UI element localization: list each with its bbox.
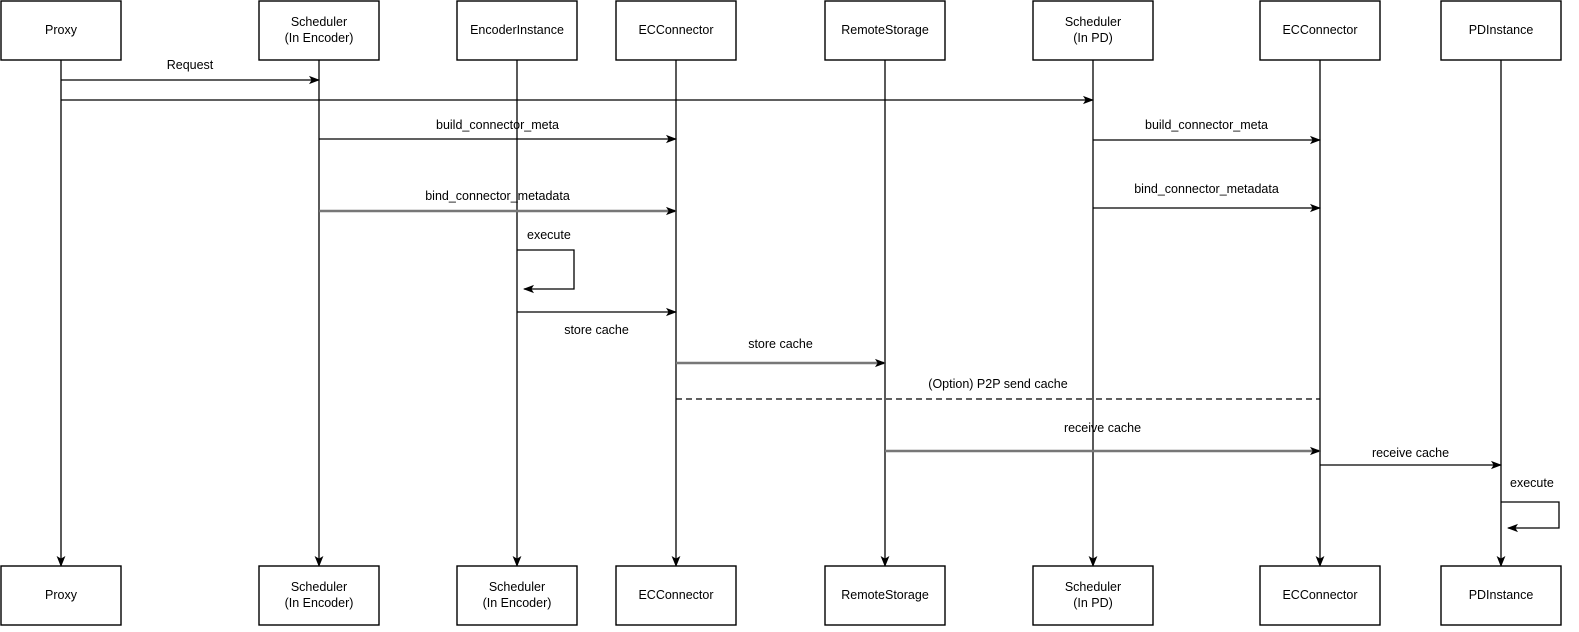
participant-box-rect — [824, 0, 946, 61]
participant-box-rect — [456, 0, 578, 61]
message-label: receive cache — [1372, 446, 1449, 460]
participant-label: PDInstance — [1469, 588, 1534, 602]
participant-box-rect — [0, 0, 122, 61]
participant-label: Scheduler — [291, 15, 347, 29]
messages-layer: Request build_connector_meta build_connect… — [61, 58, 1502, 470]
message-request[interactable]: Request — [61, 58, 320, 85]
lifelines-layer — [56, 60, 1506, 567]
participant-box-proxy-bottom[interactable]: Proxy — [0, 565, 122, 626]
participant-label: Scheduler — [489, 580, 545, 594]
participant-boxes-bottom: Proxy Scheduler (In Encoder) Scheduler (In E… — [0, 565, 1562, 626]
participant-label: (In Encoder) — [285, 31, 354, 45]
participant-box-ec-connector-pd-top[interactable]: ECConnector — [1259, 0, 1381, 61]
participant-label: Proxy — [45, 23, 78, 37]
participant-box-ec-connector-pd-bottom[interactable]: ECConnector — [1259, 565, 1381, 626]
participant-box-scheduler-encoder-top[interactable]: Scheduler (In Encoder) — [258, 0, 380, 61]
participant-box-rect — [1032, 565, 1154, 626]
participant-box-rect — [456, 565, 578, 626]
participant-box-encoder-instance-top[interactable]: EncoderInstance — [456, 0, 578, 61]
message-label: store cache — [564, 323, 629, 337]
participant-boxes-top: Proxy Scheduler (In Encoder) EncoderInstanc… — [0, 0, 1562, 61]
participant-box-remote-storage-bottom[interactable]: RemoteStorage — [824, 565, 946, 626]
message-build-connector-meta-pd[interactable]: build_connector_meta — [1093, 118, 1321, 145]
message-build-connector-meta-encoder[interactable]: build_connector_meta — [319, 118, 677, 144]
participant-label: Proxy — [45, 588, 78, 602]
participant-box-encoder-instance-bottom[interactable]: Scheduler (In Encoder) — [456, 565, 578, 626]
participant-label: (In Encoder) — [483, 596, 552, 610]
participant-label: Scheduler — [291, 580, 347, 594]
message-p2p-send-cache[interactable]: (Option) P2P send cache — [676, 377, 1320, 400]
participant-box-rect — [615, 0, 737, 61]
self-message-label: execute — [527, 228, 571, 242]
self-message-execute-pd[interactable]: execute — [1501, 476, 1560, 533]
participant-box-scheduler-encoder-bottom[interactable]: Scheduler (In Encoder) — [258, 565, 380, 626]
message-label: receive cache — [1064, 421, 1141, 435]
participant-label: Scheduler — [1065, 580, 1121, 594]
self-message-arrow — [1501, 501, 1560, 533]
participant-label: ECConnector — [638, 588, 713, 602]
participant-label: ECConnector — [638, 23, 713, 37]
participant-label: RemoteStorage — [841, 588, 929, 602]
message-receive-cache-pd[interactable]: receive cache — [1320, 446, 1502, 470]
message-store-cache-encoder[interactable]: store cache — [517, 307, 677, 337]
participant-box-ec-connector-encoder-top[interactable]: ECConnector — [615, 0, 737, 61]
message-label: build_connector_meta — [436, 118, 559, 132]
message-label: build_connector_meta — [1145, 118, 1268, 132]
participant-box-scheduler-pd-bottom[interactable]: Scheduler (In PD) — [1032, 565, 1154, 626]
participant-box-rect — [0, 565, 122, 626]
participant-label: (In Encoder) — [285, 596, 354, 610]
participant-label: ECConnector — [1282, 588, 1357, 602]
participant-box-rect — [824, 565, 946, 626]
participant-label: EncoderInstance — [470, 23, 564, 37]
participant-box-remote-storage-top[interactable]: RemoteStorage — [824, 0, 946, 61]
message-bind-connector-metadata-pd[interactable]: bind_connector_metadata — [1093, 182, 1321, 213]
participant-box-rect — [1440, 565, 1562, 626]
participant-box-rect — [1440, 0, 1562, 61]
message-label: (Option) P2P send cache — [928, 377, 1067, 391]
message-label: Request — [167, 58, 214, 72]
participant-label: (In PD) — [1073, 596, 1113, 610]
self-message-label: execute — [1510, 476, 1554, 490]
participant-box-rect — [258, 0, 380, 61]
participant-box-proxy-top[interactable]: Proxy — [0, 0, 122, 61]
message-label: bind_connector_metadata — [1134, 182, 1279, 196]
message-bind-connector-metadata-encoder[interactable]: bind_connector_metadata — [319, 189, 677, 216]
participant-box-pd-instance-top[interactable]: PDInstance — [1440, 0, 1562, 61]
participant-box-ec-connector-encoder-bottom[interactable]: ECConnector — [615, 565, 737, 626]
self-message-execute-encoder[interactable]: execute — [517, 228, 575, 294]
participant-label: (In PD) — [1073, 31, 1113, 45]
participant-box-scheduler-pd-top[interactable]: Scheduler (In PD) — [1032, 0, 1154, 61]
participant-box-rect — [1032, 0, 1154, 61]
participant-label: RemoteStorage — [841, 23, 929, 37]
message-store-cache-remote[interactable]: store cache — [676, 337, 886, 368]
participant-label: PDInstance — [1469, 23, 1534, 37]
participant-label: ECConnector — [1282, 23, 1357, 37]
participant-box-rect — [615, 565, 737, 626]
self-message-arrow — [517, 249, 575, 294]
participant-box-pd-instance-bottom[interactable]: PDInstance — [1440, 565, 1562, 626]
message-receive-cache-remote[interactable]: receive cache — [885, 421, 1321, 456]
participant-box-rect — [1259, 565, 1381, 626]
self-messages-layer: execute execute — [517, 228, 1560, 533]
participant-label: Scheduler — [1065, 15, 1121, 29]
message-label: bind_connector_metadata — [425, 189, 570, 203]
message-label: store cache — [748, 337, 813, 351]
participant-box-rect — [258, 565, 380, 626]
participant-box-rect — [1259, 0, 1381, 61]
